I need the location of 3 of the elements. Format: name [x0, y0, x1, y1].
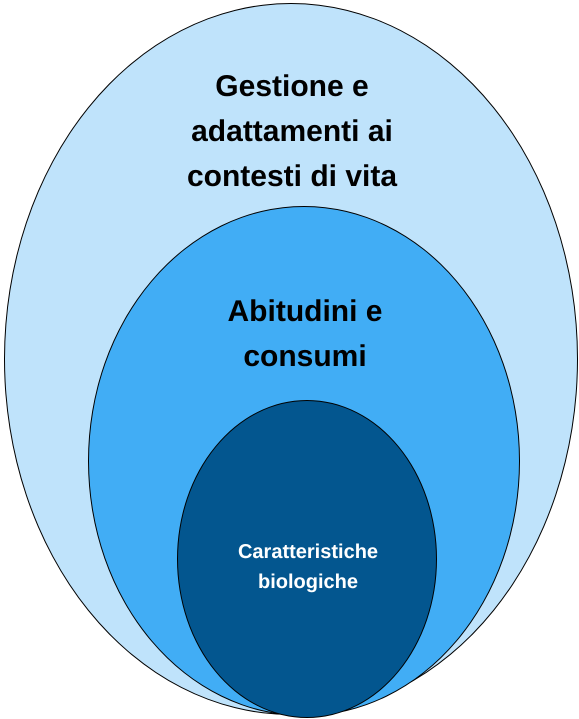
ellipse-label: Abitudini e consumi	[226, 294, 384, 375]
ellipse-label: Gestione e adattamenti ai contesti di vita	[186, 69, 398, 195]
ellipse-label: Caratteristiche biologiche	[236, 540, 380, 595]
